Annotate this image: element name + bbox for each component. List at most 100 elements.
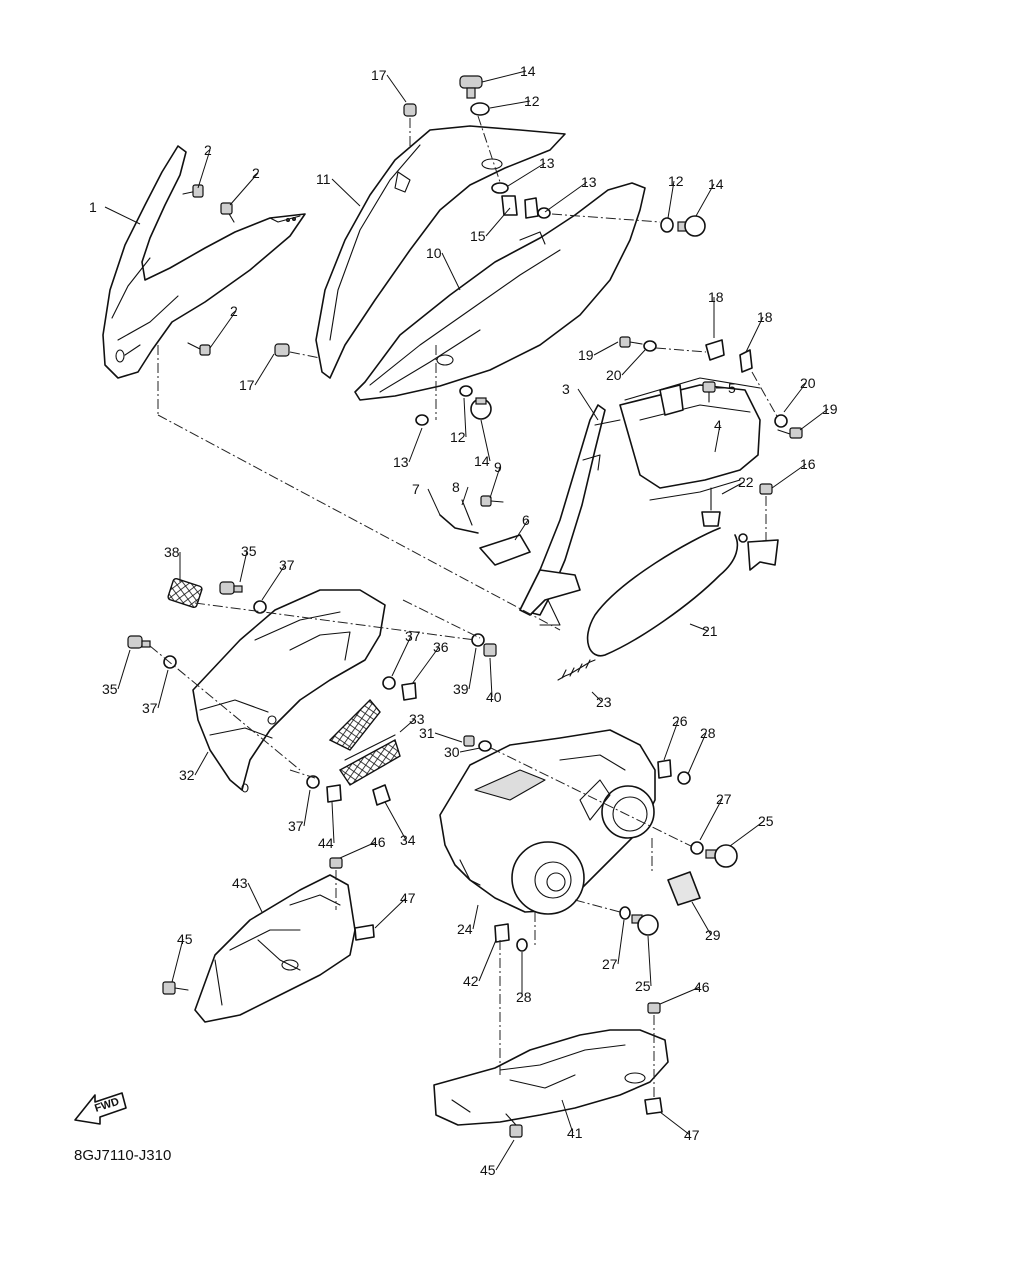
callout-leader-17 xyxy=(386,74,407,103)
bolt-5 xyxy=(702,381,716,403)
washer-28b xyxy=(516,938,528,952)
callout-leader-2 xyxy=(209,310,237,349)
rod-7 xyxy=(439,514,479,534)
callout-42: 42 xyxy=(463,973,479,989)
callout-2: 2 xyxy=(204,142,212,158)
callout-11: 11 xyxy=(316,171,331,187)
bolt-14-right xyxy=(677,215,706,237)
callout-8: 8 xyxy=(452,479,460,495)
bolt-45b xyxy=(505,1113,523,1138)
callout-leader-19 xyxy=(593,341,619,356)
callout-leader-47 xyxy=(659,1111,691,1136)
callout-leader-44 xyxy=(331,801,335,844)
callout-12: 12 xyxy=(450,429,466,445)
callout-20: 20 xyxy=(800,375,816,391)
callout-47: 47 xyxy=(400,890,416,906)
callout-13: 13 xyxy=(581,174,597,190)
callout-leader-13 xyxy=(507,162,546,187)
callout-leader-20 xyxy=(621,349,646,376)
bolt-19b xyxy=(777,427,803,439)
washer-27b xyxy=(619,906,631,920)
callout-30: 30 xyxy=(444,744,460,760)
callout-leader-37 xyxy=(391,635,412,677)
callout-27: 27 xyxy=(602,956,618,972)
screw-2a xyxy=(182,184,204,198)
callout-23: 23 xyxy=(596,694,612,710)
callout-43: 43 xyxy=(232,875,248,891)
callout-leader-4 xyxy=(714,424,721,453)
callout-16: 16 xyxy=(800,456,816,472)
callout-leader-25 xyxy=(729,820,765,847)
callout-9: 9 xyxy=(494,459,502,475)
washer-13-top xyxy=(491,182,509,194)
callout-37: 37 xyxy=(142,700,158,716)
callout-leader-6 xyxy=(514,519,529,541)
callout-47: 47 xyxy=(684,1127,700,1143)
clip-47b xyxy=(644,1097,663,1115)
nut-16 xyxy=(759,483,773,495)
screw-2c xyxy=(187,342,211,356)
main-side-panel-part xyxy=(354,182,646,401)
callout-2: 2 xyxy=(230,303,238,319)
callout-38: 38 xyxy=(164,544,180,560)
washer-30 xyxy=(478,740,492,752)
callout-leader-12 xyxy=(489,100,531,109)
callout-leader-35 xyxy=(239,550,248,583)
callout-leader-22 xyxy=(721,481,745,495)
clip-26 xyxy=(657,759,672,779)
clip-15b xyxy=(524,197,539,219)
callout-17: 17 xyxy=(371,67,387,83)
callout-26: 26 xyxy=(672,713,688,729)
callout-41: 41 xyxy=(567,1125,583,1141)
callout-leader-46 xyxy=(339,841,377,859)
callout-leader-40 xyxy=(489,657,493,698)
bolt-25a xyxy=(705,844,738,868)
callout-leader-12 xyxy=(463,397,467,438)
callout-leader-20 xyxy=(783,382,807,413)
callout-leader-29 xyxy=(691,901,712,936)
main-cover-24 xyxy=(439,729,656,915)
callout-leader-26 xyxy=(663,720,679,761)
callout-leader-33 xyxy=(399,718,416,733)
callout-14: 14 xyxy=(708,176,724,192)
callout-leader-14 xyxy=(695,183,715,217)
callout-leader-18 xyxy=(745,316,764,353)
callout-leader-37 xyxy=(303,789,311,827)
callout-leaders xyxy=(104,70,829,1171)
callout-leader-34 xyxy=(384,801,407,841)
spring-23 xyxy=(557,659,596,681)
lower-front-cover-32 xyxy=(192,589,386,793)
lock-mount xyxy=(747,539,779,571)
washer-39 xyxy=(471,633,485,647)
callout-25: 25 xyxy=(635,978,651,994)
callout-leader-7 xyxy=(427,488,441,516)
callout-leader-16 xyxy=(771,463,807,489)
grille-33 xyxy=(328,698,401,786)
callout-45: 45 xyxy=(480,1162,496,1178)
callout-10: 10 xyxy=(426,245,442,261)
washer-20a xyxy=(643,340,657,352)
callout-29: 29 xyxy=(705,927,721,943)
callout-leader-9 xyxy=(489,466,501,499)
callout-leader-42 xyxy=(478,939,497,982)
callout-4: 4 xyxy=(714,417,722,433)
callout-2: 2 xyxy=(252,165,260,181)
callout-6: 6 xyxy=(522,512,530,528)
bracket-18b xyxy=(739,349,753,373)
callout-19: 19 xyxy=(822,401,838,417)
callout-33: 33 xyxy=(409,711,425,727)
screw-35a xyxy=(219,581,243,595)
callout-leader-32 xyxy=(194,751,209,776)
callout-35: 35 xyxy=(102,681,118,697)
callout-34: 34 xyxy=(400,832,416,848)
spring-8 xyxy=(461,499,473,526)
washer-27a xyxy=(690,841,704,855)
cable-21 xyxy=(586,527,748,657)
screw-2b xyxy=(220,202,235,223)
callout-leader-45 xyxy=(495,1139,515,1171)
callout-28: 28 xyxy=(700,725,716,741)
callout-39: 39 xyxy=(453,681,469,697)
callout-leader-27 xyxy=(699,798,723,841)
screw-35b xyxy=(127,635,151,649)
